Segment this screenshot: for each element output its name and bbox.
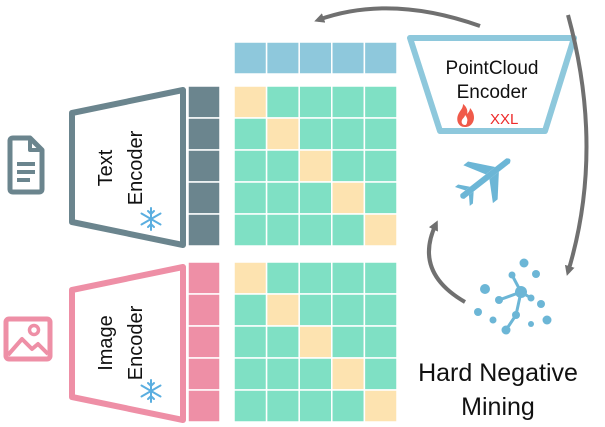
positive-pair-cell <box>233 261 268 295</box>
text-encoder: Text Encoder <box>69 87 186 248</box>
pointcloud-embedding-cell <box>265 41 300 75</box>
image-embedding-cell <box>187 357 221 391</box>
negative-pair-cell <box>233 357 268 391</box>
text-encoder-label-line1: Text <box>95 149 117 186</box>
text-pointcloud-similarity-matrix <box>233 85 398 247</box>
negative-pair-cell <box>363 293 398 327</box>
image-embedding-cell <box>187 261 221 295</box>
negative-pair-cell <box>233 117 268 151</box>
image-encoder-label-line1: Image <box>95 315 117 371</box>
text-embedding-cell <box>187 213 221 247</box>
negative-pair-cell <box>298 213 333 247</box>
negative-pair-cell <box>331 149 366 183</box>
positive-pair-cell <box>298 149 333 183</box>
airplane-icon <box>454 158 511 206</box>
image-embedding-cell <box>187 293 221 327</box>
negative-pair-cell <box>363 149 398 183</box>
arrow-to-pointcloud-row <box>314 6 481 28</box>
negative-pair-cell <box>331 213 366 247</box>
negative-pair-cell <box>331 389 366 423</box>
negative-pair-cell <box>363 357 398 391</box>
negative-pair-cell <box>363 117 398 151</box>
negative-pair-cell <box>233 213 268 247</box>
image-encoder-label-line2: Encoder <box>125 305 147 380</box>
model-size-badge: XXL <box>490 111 518 128</box>
text-embedding-cell <box>187 181 221 215</box>
text-encoder-label-line2: Encoder <box>125 130 147 205</box>
negative-pair-cell <box>298 117 333 151</box>
positive-pair-cell <box>331 181 366 215</box>
negative-pair-cell <box>265 389 300 423</box>
negative-pair-cell <box>363 325 398 359</box>
negative-pair-cell <box>265 357 300 391</box>
negative-pair-cell <box>363 85 398 119</box>
image-encoder: Image Encoder <box>69 264 186 423</box>
text-embedding-column <box>187 85 221 247</box>
pointcloud-embedding-cell <box>363 41 398 75</box>
negative-pair-cell <box>331 325 366 359</box>
fire-icon <box>457 104 474 127</box>
negative-pair-cell <box>331 293 366 327</box>
negative-pair-cell <box>265 85 300 119</box>
pointcloud-embedding-row <box>233 41 398 75</box>
mining-label-line2: Mining <box>461 393 535 421</box>
positive-pair-cell <box>265 293 300 327</box>
image-embedding-cell <box>187 325 221 359</box>
pointcloud-embedding-cell <box>331 41 366 75</box>
negative-pair-cell <box>265 181 300 215</box>
positive-pair-cell <box>233 85 268 119</box>
arrow-mining-to-airplane <box>427 220 467 304</box>
image-embedding-column <box>187 261 221 423</box>
negative-pair-cell <box>298 293 333 327</box>
mining-label-line1: Hard Negative <box>418 359 578 387</box>
negative-pair-cell <box>331 117 366 151</box>
text-embedding-cell <box>187 85 221 119</box>
image-icon <box>3 316 53 362</box>
pointcloud-embedding-cell <box>298 41 333 75</box>
negative-pair-cell <box>233 293 268 327</box>
pointcloud-encoder-label-line2: Encoder <box>457 82 528 103</box>
positive-pair-cell <box>363 213 398 247</box>
negative-pair-cell <box>233 181 268 215</box>
positive-pair-cell <box>298 325 333 359</box>
pointcloud-encoder: PointCloud Encoder XXL <box>407 35 577 134</box>
negative-pair-cell <box>331 85 366 119</box>
positive-pair-cell <box>363 389 398 423</box>
negative-pair-cell <box>233 149 268 183</box>
negative-pair-cell <box>233 389 268 423</box>
negative-pair-cell <box>298 357 333 391</box>
negative-pair-cell <box>265 261 300 295</box>
negative-pair-cell <box>265 213 300 247</box>
negative-pair-cell <box>265 325 300 359</box>
pointcloud-encoder-label-line1: PointCloud <box>446 58 539 79</box>
negative-pair-cell <box>233 325 268 359</box>
negative-pair-cell <box>265 149 300 183</box>
negative-pair-cell <box>298 181 333 215</box>
document-icon <box>7 135 45 195</box>
arrow-encoder-to-mining <box>564 14 589 276</box>
negative-pair-cell <box>298 261 333 295</box>
snowflake-icon <box>140 207 162 231</box>
image-pointcloud-similarity-matrix <box>233 261 398 423</box>
text-embedding-cell <box>187 117 221 151</box>
pointcloud-embedding-cell <box>233 41 268 75</box>
negative-pair-cell <box>298 85 333 119</box>
positive-pair-cell <box>331 357 366 391</box>
negative-pair-cell <box>298 389 333 423</box>
negative-pair-cell <box>331 261 366 295</box>
text-embedding-cell <box>187 149 221 183</box>
graph-icon <box>474 258 552 335</box>
positive-pair-cell <box>265 117 300 151</box>
negative-pair-cell <box>363 261 398 295</box>
snowflake-icon <box>140 379 162 403</box>
image-embedding-cell <box>187 389 221 423</box>
negative-pair-cell <box>363 181 398 215</box>
